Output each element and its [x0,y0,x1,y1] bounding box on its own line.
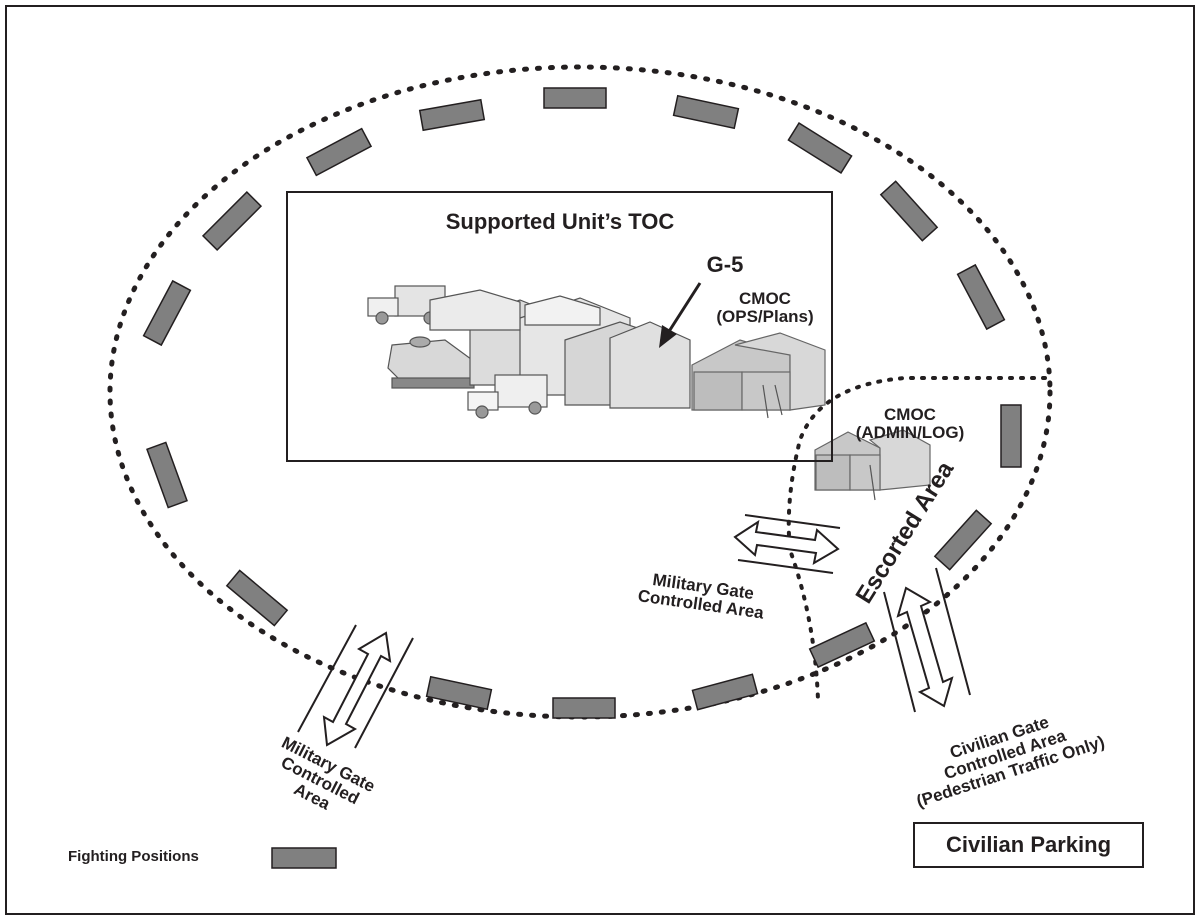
fighting-position [425,675,493,711]
civilian-parking-label: Civilian Parking [945,832,1112,857]
fighting-position [305,127,373,177]
fighting-position [418,98,486,132]
cmoc-admin-line-2: (ADMIN/LOG) [855,422,965,442]
g5-label: G-5 [706,252,744,277]
fighting-position [808,621,876,669]
fighting-positions [142,87,1022,719]
fighting-position [672,94,740,130]
fighting-position [933,509,993,571]
cmoc-ops-line-1: CMOC [739,289,791,308]
military-gate-outer [297,624,414,749]
cmoc-ops-label: CMOC (OPS/Plans) [710,290,820,326]
toc-title: Supported Unit’s TOC [445,209,675,234]
fighting-position [201,190,263,252]
cmoc-admin-label: CMOC (ADMIN/LOG) [845,406,975,442]
fighting-position [146,441,188,509]
cmoc-admin-line-1: CMOC [884,405,936,424]
toc-tent-complex [367,285,691,419]
fighting-position [142,279,192,347]
fighting-position [552,697,616,719]
fighting-position [543,87,607,109]
cmoc-ops-line-2: (OPS/Plans) [716,306,814,326]
civilian-parking-box: Civilian Parking [913,822,1144,868]
civilian-gate [883,567,971,713]
g5-arrow [659,282,702,348]
cmoc-ops-tent [691,332,826,419]
fighting-position [787,122,853,174]
fighting-position [1000,404,1022,468]
fighting-position [879,180,939,242]
perimeter-dotted-line [107,64,1053,720]
fighting-position [225,569,289,627]
fighting-position [691,673,759,711]
fighting-position [956,263,1006,331]
toc-boundary-box [286,191,833,462]
legend-swatch [271,847,337,869]
legend-label: Fighting Positions [68,848,199,865]
military-gate-inner [733,514,841,574]
